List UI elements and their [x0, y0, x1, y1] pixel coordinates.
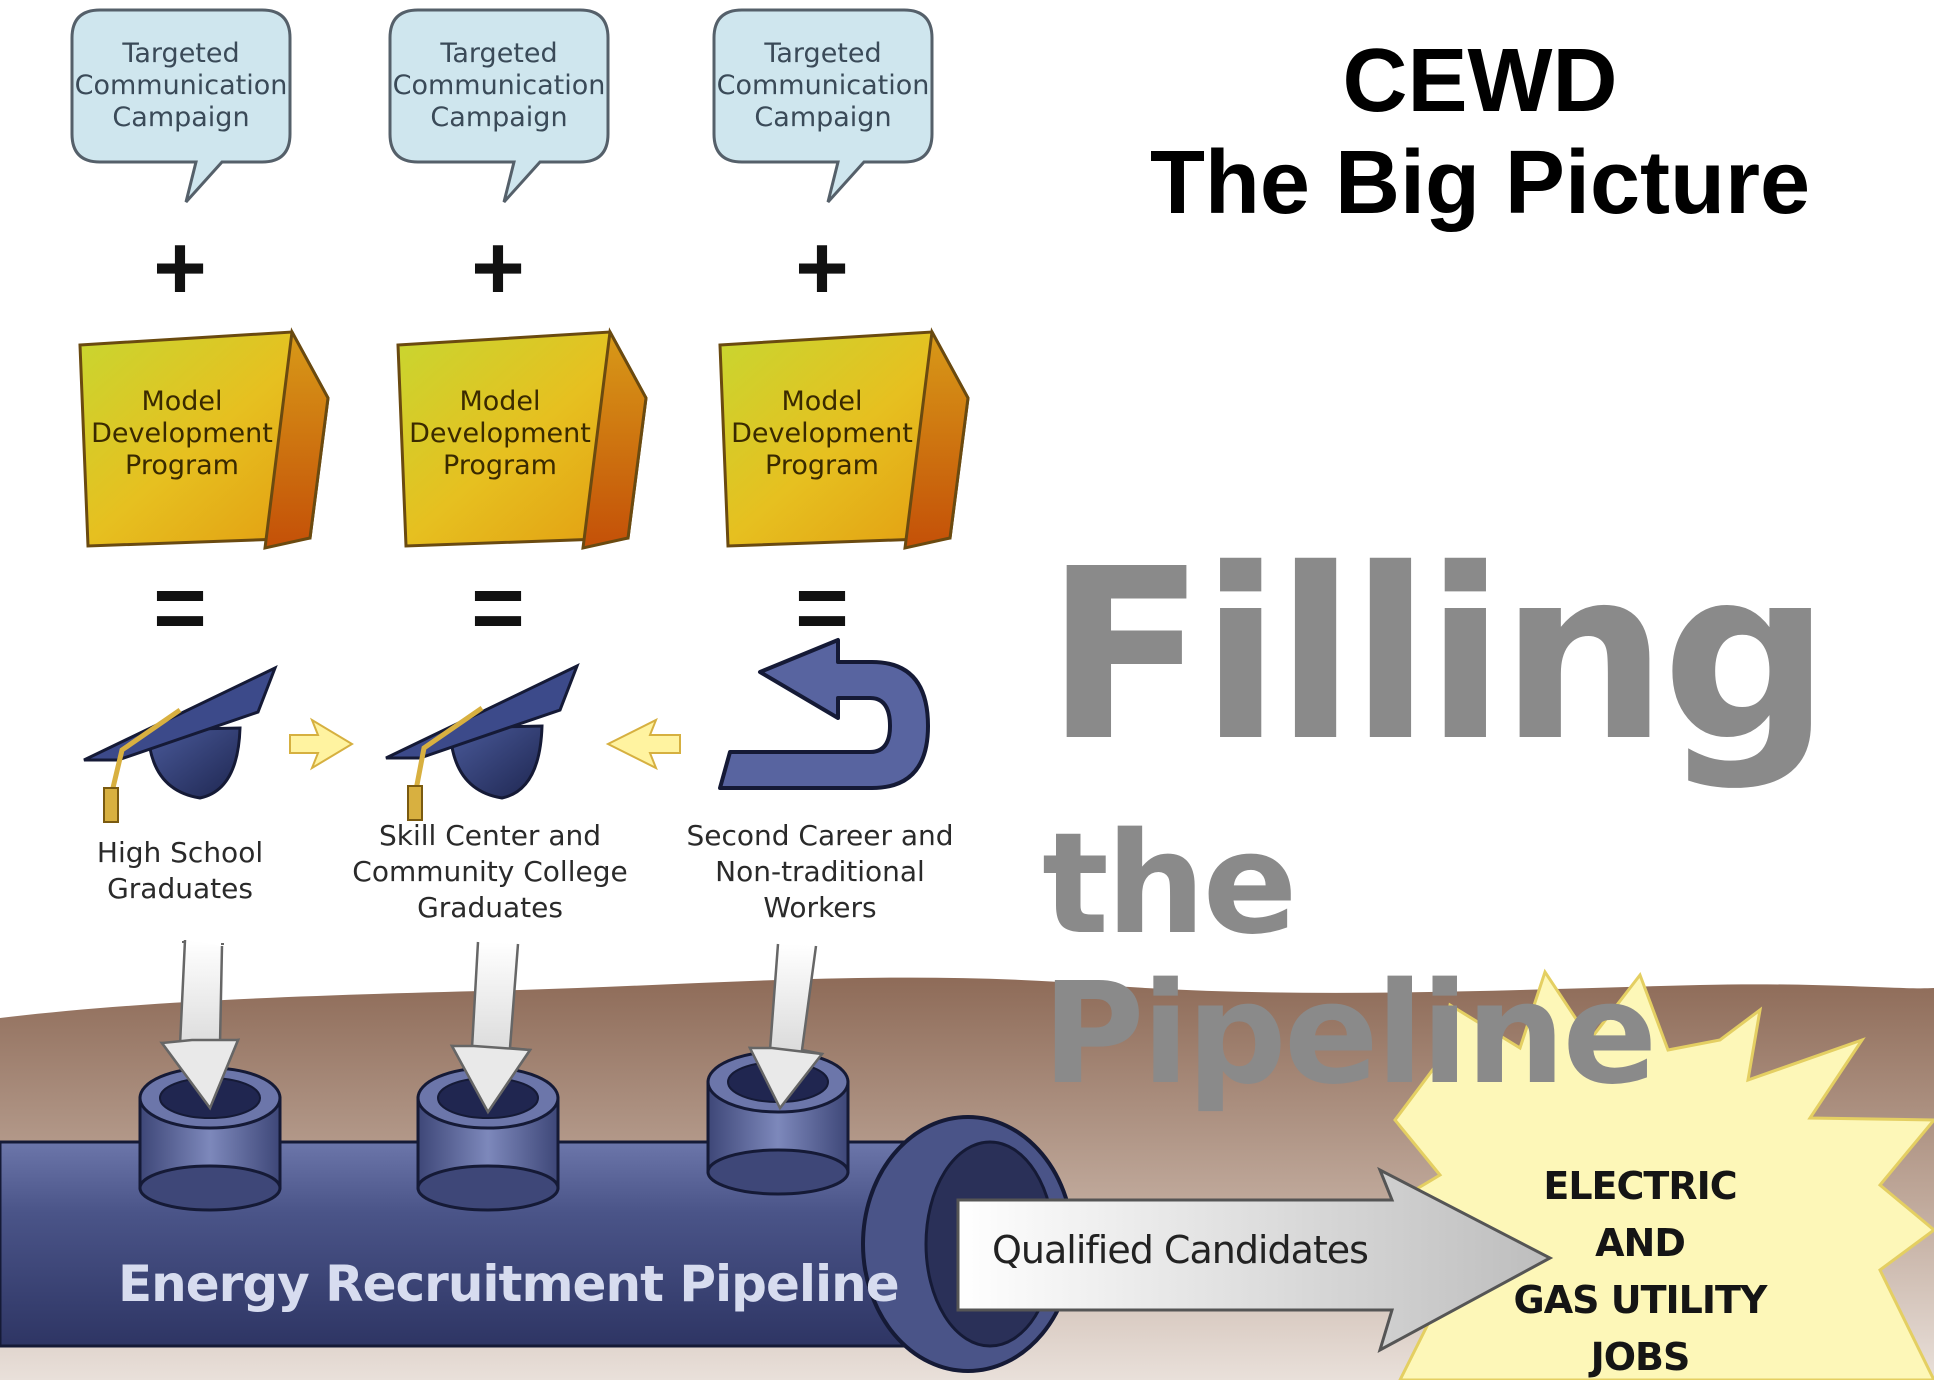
equals-sign-1: = [153, 557, 207, 659]
equals-sign-2: = [471, 557, 525, 659]
plus-sign-1: + [153, 217, 207, 319]
arrow-left-icon [605, 717, 681, 771]
jobs-label: ELECTRIC AND GAS UTILITY JOBS [1513, 1164, 1768, 1379]
bubble-text-1: Targeted Communication Campaign [74, 38, 288, 133]
pipeline-label: Energy Recruitment Pipeline [118, 1255, 900, 1313]
equals-sign-3: = [795, 557, 849, 659]
arrow-right-icon [289, 717, 354, 771]
qualified-candidates-arrow [956, 1166, 1554, 1354]
bubble-2 [388, 8, 610, 204]
label-second-career: Second Career and Non-traditional Worker… [686, 819, 954, 924]
qualified-candidates-label: Qualified Candidates [992, 1228, 1369, 1272]
box-2 [396, 327, 648, 550]
title-line-2: The Big Picture [1149, 133, 1811, 233]
label-skill-center: Skill Center and Community College Gradu… [352, 819, 628, 924]
label-high-school: High School Graduates [96, 836, 264, 905]
page-title: CEWD The Big Picture [1100, 30, 1860, 234]
inlet-1 [138, 1066, 282, 1212]
box-text-2: Model Development Program [409, 386, 591, 481]
box-text-3: Model Development Program [731, 386, 913, 481]
graduation-cap-icon [385, 663, 580, 821]
bubble-text-2: Targeted Communication Campaign [392, 38, 606, 133]
bubble-1 [70, 8, 292, 204]
headline-filling: Filling [1045, 518, 1831, 793]
box-1 [78, 327, 330, 550]
plus-sign-3: + [795, 217, 849, 319]
bubble-3 [712, 8, 934, 204]
graduation-cap-icon [83, 665, 278, 823]
box-text-1: Model Development Program [91, 386, 273, 481]
title-line-1: CEWD [1342, 31, 1618, 131]
bubble-text-3: Targeted Communication Campaign [716, 38, 930, 133]
headline-the-pipeline: the Pipeline [1042, 803, 1657, 1116]
inlet-2 [416, 1066, 560, 1212]
plus-sign-2: + [471, 217, 525, 319]
box-3 [718, 327, 970, 550]
u-turn-arrow-icon [718, 638, 930, 790]
